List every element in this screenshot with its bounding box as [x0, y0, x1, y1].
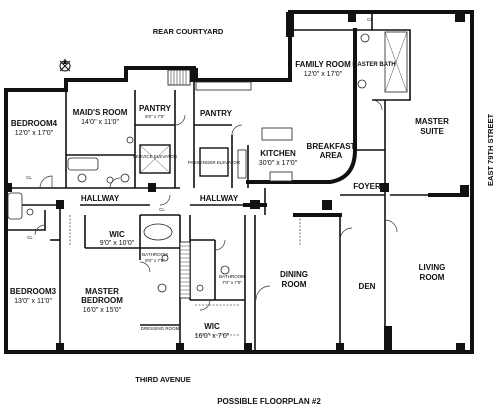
label-dressing-room: DRESSING ROOM — [141, 326, 180, 331]
svg-text:PANTRY: PANTRY — [200, 109, 233, 118]
service-elevator — [139, 144, 171, 174]
sink-center-bath — [161, 254, 169, 262]
kitchen-range — [269, 171, 293, 182]
label-passenger-elevator: PASSENGER ELEVATOR — [188, 160, 241, 165]
svg-text:BATHROOM: BATHROOM — [142, 252, 168, 257]
sink-master-bath — [357, 79, 367, 89]
bathtub-master — [143, 223, 173, 241]
compass-icon — [59, 58, 71, 72]
room-kitchen: KITCHEN 30'0" x 17'0" — [259, 149, 298, 167]
svg-text:MAID'S ROOM: MAID'S ROOM — [73, 108, 128, 117]
toilet-center-bath — [157, 283, 167, 293]
label-bathroom-upper: BATHROOM 8'0" x 7'6" — [142, 252, 168, 263]
svg-text:14'0" x 11'0": 14'0" x 11'0" — [81, 119, 119, 126]
toilet-left-bath — [26, 208, 34, 216]
label-service-elevator: SERVICE ELEVATOR — [133, 154, 178, 159]
room-master-bath: MASTER BATH — [352, 62, 395, 68]
svg-text:ROOM: ROOM — [282, 280, 307, 289]
svg-text:BREAKFAST: BREAKFAST — [307, 142, 356, 151]
svg-text:MASTER: MASTER — [85, 287, 119, 296]
floorplan-caption: POSSIBLE FLOORPLAN #2 — [217, 397, 321, 406]
room-den: DEN — [359, 282, 376, 291]
bathtub-left — [7, 192, 23, 220]
svg-text:30'0" x 17'0": 30'0" x 17'0" — [259, 160, 298, 167]
room-bedroom3: BEDROOM3 13'0" x 11'0" — [10, 287, 57, 305]
room-maids-room: MAID'S ROOM 14'0" x 11'0" — [73, 108, 128, 126]
svg-text:BEDROOM4: BEDROOM4 — [11, 119, 58, 128]
toilet-lower-bath — [220, 265, 230, 275]
room-dining-room: DINING ROOM — [280, 270, 308, 289]
structural-pillars — [4, 12, 469, 352]
stairs-top — [167, 69, 191, 86]
svg-text:BEDROOM3: BEDROOM3 — [10, 287, 57, 296]
room-bedroom4: BEDROOM4 12'0" x 17'0" — [11, 119, 58, 137]
room-hallway-left: HALLWAY — [81, 194, 120, 203]
svg-text:7'0" x 7'0": 7'0" x 7'0" — [222, 280, 242, 285]
svg-text:FAMILY ROOM: FAMILY ROOM — [295, 60, 351, 69]
svg-text:BEDROOM: BEDROOM — [81, 296, 123, 305]
label-closet-3: CL — [367, 17, 373, 22]
kitchen-counter-2 — [237, 149, 247, 179]
room-breakfast-area: BREAKFAST AREA — [307, 142, 356, 160]
interior-walls — [6, 12, 464, 352]
room-pantry-small: PANTRY 8'0" x 7'0" — [139, 104, 172, 119]
door-swings — [34, 99, 398, 311]
svg-text:8'0" x 7'0": 8'0" x 7'0" — [145, 114, 165, 119]
svg-text:MASTER: MASTER — [415, 117, 449, 126]
sink-upper-bath — [106, 176, 114, 184]
svg-text:WIC: WIC — [204, 322, 220, 331]
room-foyer: FOYER — [353, 182, 381, 191]
toilet-upper-bath — [120, 173, 130, 183]
label-closet-4: CL — [27, 235, 33, 240]
svg-text:AREA: AREA — [320, 151, 343, 160]
svg-text:8'0" x 7'6": 8'0" x 7'6" — [145, 258, 165, 263]
svg-text:13'0" x 11'0": 13'0" x 11'0" — [14, 298, 52, 305]
toilet-master-bath — [360, 33, 370, 43]
svg-text:PANTRY: PANTRY — [139, 104, 172, 113]
bathtub-maid — [67, 157, 99, 171]
svg-text:ROOM: ROOM — [420, 273, 445, 282]
room-wic-upper: WIC 9'0" x 10'0" — [100, 230, 135, 247]
room-living-room: LIVING ROOM — [419, 263, 446, 282]
kitchen-island — [261, 127, 293, 141]
stairs-center — [179, 241, 191, 299]
svg-text:BATHROOM: BATHROOM — [219, 274, 245, 279]
passenger-elevator — [199, 147, 229, 177]
svg-text:SUITE: SUITE — [420, 127, 444, 136]
svg-text:16'0" x 15'0": 16'0" x 15'0" — [83, 307, 122, 314]
street-east-79th: EAST 79TH STREET — [486, 114, 495, 187]
room-pantry: PANTRY — [200, 109, 233, 118]
room-hallway-right: HALLWAY — [200, 194, 239, 203]
street-rear-courtyard: REAR COURTYARD — [153, 27, 224, 36]
toilet-maid — [77, 173, 87, 183]
room-master-bedroom: MASTER BEDROOM 16'0" x 15'0" — [81, 287, 123, 314]
svg-text:9'0" x 10'0": 9'0" x 10'0" — [100, 240, 135, 247]
label-closet-2: CL — [159, 207, 165, 212]
closet-rail-wic-lower — [195, 304, 240, 336]
sink-lower-bath — [196, 284, 204, 292]
svg-text:16'0" x 7'0": 16'0" x 7'0" — [195, 333, 230, 340]
label-closet-1: CL — [26, 175, 32, 180]
street-third-avenue: THIRD AVENUE — [135, 375, 190, 384]
svg-text:KITCHEN: KITCHEN — [260, 149, 296, 158]
svg-text:12'0" x 17'0": 12'0" x 17'0" — [15, 130, 54, 137]
svg-text:WIC: WIC — [109, 230, 125, 239]
svg-text:MASTER BATH: MASTER BATH — [352, 62, 395, 68]
label-bathroom-lower: BATHROOM 7'0" x 7'0" — [219, 274, 245, 285]
toilet-pantry — [126, 136, 134, 144]
svg-text:12'0" x 17'0": 12'0" x 17'0" — [304, 71, 343, 78]
svg-text:LIVING: LIVING — [419, 263, 446, 272]
room-master-suite: MASTER SUITE — [415, 117, 449, 136]
svg-text:DINING: DINING — [280, 270, 308, 279]
room-family-room: FAMILY ROOM 12'0" x 17'0" — [295, 60, 351, 78]
room-wic-lower: WIC 16'0" x 7'0" — [195, 322, 230, 340]
kitchen-counter — [195, 81, 252, 91]
